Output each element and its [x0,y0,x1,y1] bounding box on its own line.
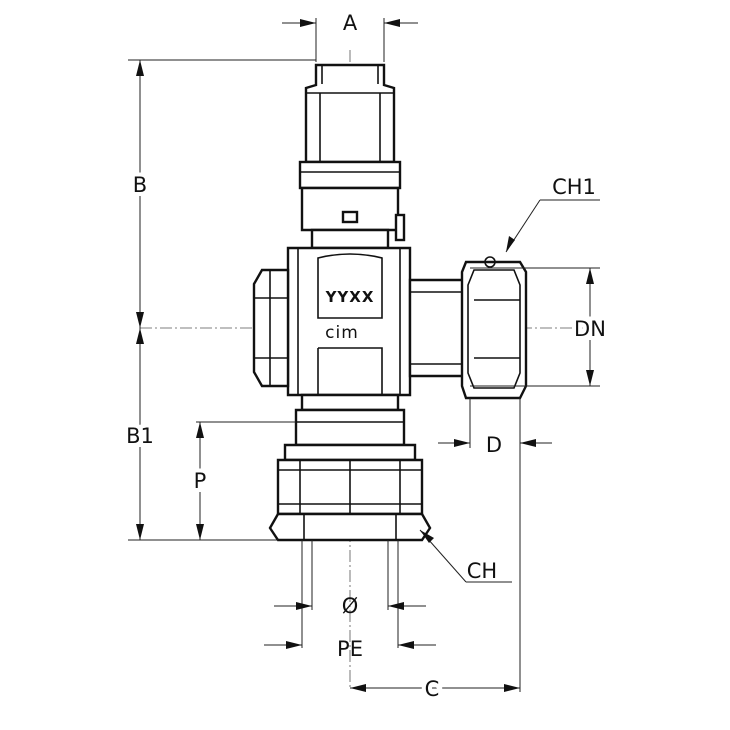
label-a: A [343,11,358,35]
body-brand-marking: cim [325,323,359,343]
dimension-dn [586,268,594,386]
label-b: B [133,173,147,197]
label-b1: B1 [126,424,154,448]
dimension-d [438,439,552,447]
left-cap [252,268,290,388]
dimension-b1 [136,328,144,540]
actuator-head [298,63,406,250]
label-ch1: CH1 [552,175,596,199]
dimension-ch [419,529,512,583]
dimension-ch1 [505,199,600,253]
dimension-pe [264,641,436,649]
dimension-diameter [274,602,426,610]
label-c: C [425,677,440,701]
label-d: D [486,433,502,457]
dimension-b [136,60,144,328]
label-diameter: Ø [342,594,359,618]
extension-lines [128,18,600,692]
body-code-marking: YYXX [325,288,375,306]
label-dn: DN [574,317,606,341]
right-outlet [408,256,528,400]
label-ch: CH [467,559,497,583]
dimension-c [350,684,520,692]
dimension-a [282,19,418,27]
valve-body [286,246,412,397]
dimension-p [196,422,204,540]
label-p: P [194,469,207,493]
label-pe: PE [337,637,363,661]
lower-fitting [268,393,432,542]
